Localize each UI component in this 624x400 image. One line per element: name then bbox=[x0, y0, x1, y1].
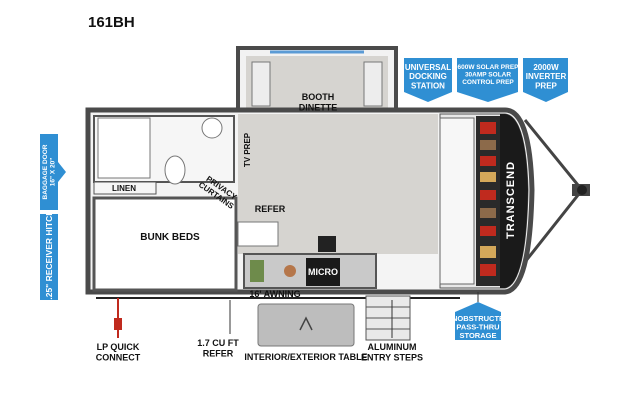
shower bbox=[97, 117, 151, 179]
label-awning: 16' AWNING bbox=[249, 289, 300, 299]
label-linen: LINEN bbox=[112, 184, 136, 193]
front-sofa bbox=[439, 117, 475, 285]
sink bbox=[250, 260, 264, 282]
model-name: 161BH bbox=[88, 14, 135, 31]
bunk-room bbox=[92, 196, 238, 292]
svg-text:1.25" RECEIVER HITCH: 1.25" RECEIVER HITCH bbox=[44, 210, 54, 305]
label-micro: MICRO bbox=[308, 267, 338, 277]
label-brand: TRANSCEND bbox=[505, 161, 517, 239]
exterior-table bbox=[257, 303, 355, 347]
label-bunk-beds: BUNK BEDS bbox=[140, 232, 200, 243]
linen-closet bbox=[93, 181, 157, 195]
microwave bbox=[306, 258, 340, 286]
lp-connect-marker bbox=[114, 298, 122, 338]
refer-box bbox=[237, 221, 279, 247]
bath-sink bbox=[201, 117, 223, 139]
cooktop bbox=[318, 236, 336, 252]
label-refer: REFER bbox=[255, 204, 286, 214]
front-cap bbox=[500, 114, 528, 288]
badge-receiver-hitch: 1.25" RECEIVER HITCH bbox=[40, 210, 58, 305]
toilet bbox=[164, 155, 186, 185]
hitch-tongue bbox=[523, 119, 590, 263]
entry-steps bbox=[365, 295, 411, 341]
badge-baggage-door: BAGGAGE DOOR16" X 20" bbox=[40, 134, 66, 210]
front-cabinet-items bbox=[480, 122, 496, 276]
dinette-seat-right bbox=[363, 61, 383, 107]
callout-table: INTERIOR/EXTERIOR TABLE bbox=[244, 352, 367, 362]
counter-item bbox=[284, 265, 296, 277]
label-tv-prep: TV PREP bbox=[243, 132, 252, 167]
dinette-seat-left bbox=[251, 61, 271, 107]
svg-text:BAGGAGE DOOR16" X 20": BAGGAGE DOOR16" X 20" bbox=[42, 144, 57, 199]
